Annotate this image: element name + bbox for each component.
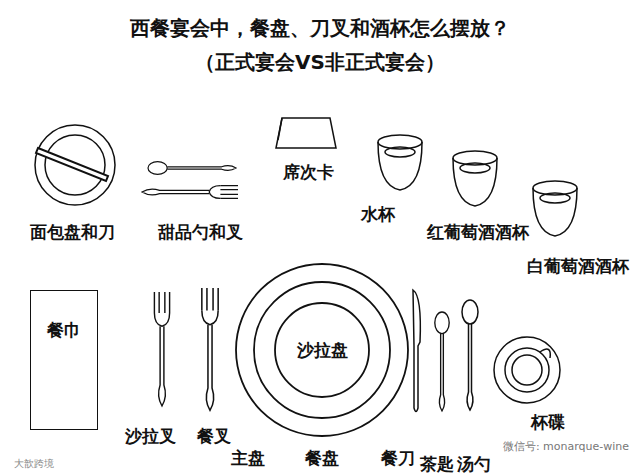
part-label: 茶匙 bbox=[420, 453, 454, 476]
subtitle: （正式宴会VS非正式宴会） bbox=[195, 49, 445, 76]
napkin-box: 餐巾 bbox=[30, 290, 98, 430]
part-label: 餐刀 bbox=[381, 447, 415, 470]
part-label: 白葡萄酒酒杯 bbox=[527, 255, 629, 278]
plate-rim bbox=[275, 303, 369, 397]
soup-spoon bbox=[462, 300, 478, 410]
teaspoon bbox=[435, 312, 449, 411]
part-label: 餐盘 bbox=[305, 447, 339, 470]
dessert-fork bbox=[142, 186, 238, 199]
node-text: 餐巾 bbox=[47, 319, 81, 342]
part-label: 沙拉叉 bbox=[125, 425, 176, 448]
main-plate bbox=[236, 264, 408, 436]
part-label: 主盘 bbox=[231, 447, 265, 470]
part-label: 甜品勺和叉 bbox=[158, 221, 243, 244]
salad-plate: 沙拉盘 bbox=[274, 302, 370, 398]
part-label: 杯碟 bbox=[531, 411, 565, 434]
part-label: 餐叉 bbox=[197, 425, 231, 448]
dinner-knife bbox=[413, 290, 420, 412]
part-label: 红葡萄酒酒杯 bbox=[427, 221, 529, 244]
cup-and-saucer bbox=[494, 337, 560, 403]
part-label: 汤勺 bbox=[457, 453, 491, 476]
part-label: 席次卡 bbox=[283, 161, 334, 184]
part-label: 水杯 bbox=[361, 203, 395, 226]
watermark: 大歆跨境 bbox=[14, 457, 54, 471]
dessert-spoon bbox=[148, 162, 236, 175]
bread-plate bbox=[35, 125, 115, 205]
place-card bbox=[276, 118, 336, 148]
part-label: 面包盘和刀 bbox=[30, 221, 115, 244]
water-glass bbox=[378, 135, 422, 190]
salad-fork bbox=[154, 292, 169, 406]
watermark: 微信号: monarque-wine bbox=[503, 439, 629, 454]
node-text: 沙拉盘 bbox=[297, 339, 348, 362]
title: 西餐宴会中，餐盘、刀叉和酒杯怎么摆放？ bbox=[130, 15, 510, 42]
white-wine-glass bbox=[533, 181, 577, 236]
dinner-fork bbox=[202, 288, 218, 410]
red-wine-glass bbox=[453, 151, 497, 206]
